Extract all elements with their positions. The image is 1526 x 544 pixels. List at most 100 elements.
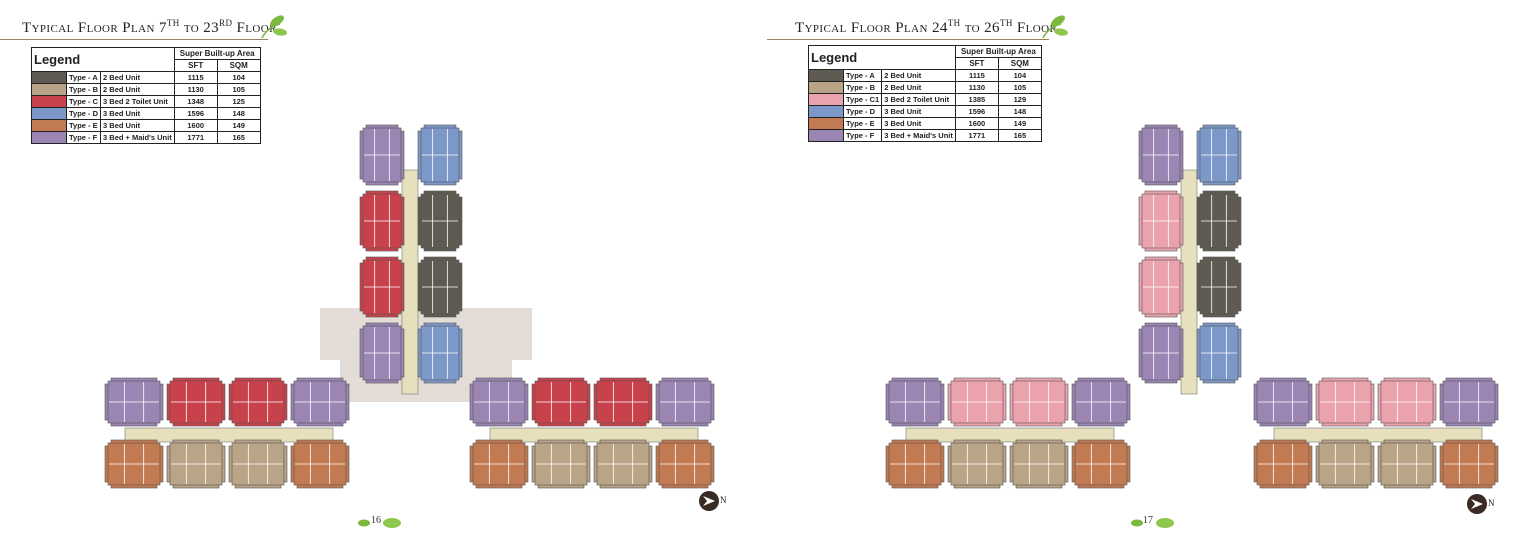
legend-col-sqm: SQM	[997, 57, 1042, 70]
apartment-unit	[417, 124, 463, 186]
apartment-unit	[290, 377, 350, 427]
corridor	[1180, 169, 1198, 395]
legend-type: Type - A	[65, 71, 102, 84]
legend-sqm: 148	[997, 105, 1042, 118]
legend-sft: 1115	[954, 69, 999, 82]
corridor	[905, 427, 1115, 443]
apartment-unit	[1009, 377, 1069, 427]
floor-plan	[885, 124, 1499, 489]
legend-sqm: 104	[216, 71, 261, 84]
legend-type: Type - F	[842, 129, 883, 142]
legend-type: Type - B	[842, 81, 883, 94]
page-number: 16	[371, 515, 381, 526]
legend-col-sft: SFT	[173, 59, 218, 72]
apartment-unit	[104, 439, 164, 489]
legend-col-sft: SFT	[954, 57, 999, 70]
legend-type: Type - A	[842, 69, 883, 82]
legend-sft: 1130	[954, 81, 999, 94]
left-page: Typical Floor Plan 7TH to 23RD Floor Leg…	[0, 15, 727, 528]
legend-desc: 2 Bed Unit	[881, 69, 956, 82]
apartment-unit	[359, 322, 405, 384]
apartment-unit	[1315, 377, 1375, 427]
legend-swatch	[31, 119, 67, 132]
legend-sqm: 165	[216, 131, 261, 144]
legend-sft: 1385	[954, 93, 999, 106]
legend-swatch	[31, 131, 67, 144]
floor-plan	[104, 124, 715, 489]
apartment-unit	[228, 377, 288, 427]
page-number: 17	[1143, 515, 1153, 526]
apartment-unit	[1196, 322, 1242, 384]
legend-header: Super Built-up Area	[954, 45, 1042, 58]
legend-sqm: 105	[216, 83, 261, 96]
legend-type: Type - F	[65, 131, 102, 144]
legend-swatch	[808, 105, 844, 118]
legend-swatch	[808, 93, 844, 106]
legend-sft: 1130	[173, 83, 218, 96]
apartment-unit	[885, 377, 945, 427]
apartment-unit	[947, 377, 1007, 427]
apartment-unit	[359, 124, 405, 186]
legend-label: Legend	[808, 45, 956, 70]
page-title: Typical Floor Plan 7TH to 23RD Floor	[22, 18, 277, 36]
legend-table: Legend Super Built-up Area SFT SQM Type …	[31, 47, 261, 144]
leaf-icon	[261, 15, 287, 39]
right-page: Typical Floor Plan 24TH to 26TH Floor Le…	[763, 0, 1526, 544]
legend-desc: 2 Bed Unit	[881, 81, 956, 94]
north-arrow-icon	[699, 491, 719, 511]
legend-sqm: 104	[997, 69, 1042, 82]
legend-swatch	[31, 71, 67, 84]
corridor	[1273, 427, 1483, 443]
apartment-unit	[1253, 439, 1313, 489]
legend-desc: 3 Bed Unit	[881, 105, 956, 118]
north-label: N	[1488, 498, 1495, 508]
corridor	[401, 169, 419, 395]
apartment-unit	[359, 256, 405, 318]
title-rule	[767, 39, 1049, 40]
apartment-unit	[1071, 439, 1131, 489]
apartment-unit	[1138, 256, 1184, 318]
legend-desc: 3 Bed 2 Toilet Unit	[100, 95, 175, 108]
legend-type: Type - C	[65, 95, 102, 108]
apartment-unit	[417, 256, 463, 318]
legend-sft: 1771	[173, 131, 218, 144]
legend-type: Type - E	[65, 119, 102, 132]
apartment-unit	[947, 439, 1007, 489]
corridor	[489, 427, 699, 443]
legend-desc: 3 Bed + Maid's Unit	[100, 131, 175, 144]
apartment-unit	[593, 377, 653, 427]
apartment-unit	[593, 439, 653, 489]
legend-swatch	[808, 117, 844, 130]
legend-type: Type - E	[842, 117, 883, 130]
apartment-unit	[1315, 439, 1375, 489]
leaf-icon	[1042, 15, 1068, 39]
legend-sft: 1596	[954, 105, 999, 118]
legend-sft: 1348	[173, 95, 218, 108]
legend-sqm: 165	[997, 129, 1042, 142]
legend-sqm: 148	[216, 107, 261, 120]
legend-desc: 2 Bed Unit	[100, 83, 175, 96]
legend-swatch	[808, 129, 844, 142]
apartment-unit	[1138, 190, 1184, 252]
apartment-unit	[469, 439, 529, 489]
apartment-unit	[1071, 377, 1131, 427]
legend-sqm: 105	[997, 81, 1042, 94]
apartment-unit	[1377, 377, 1437, 427]
leaf-icon	[358, 518, 401, 528]
apartment-unit	[1196, 190, 1242, 252]
title-rule	[0, 39, 268, 40]
apartment-unit	[655, 439, 715, 489]
legend-type: Type - B	[65, 83, 102, 96]
apartment-unit	[1439, 439, 1499, 489]
legend-desc: 3 Bed 2 Toilet Unit	[881, 93, 956, 106]
apartment-unit	[1009, 439, 1069, 489]
apartment-unit	[104, 377, 164, 427]
